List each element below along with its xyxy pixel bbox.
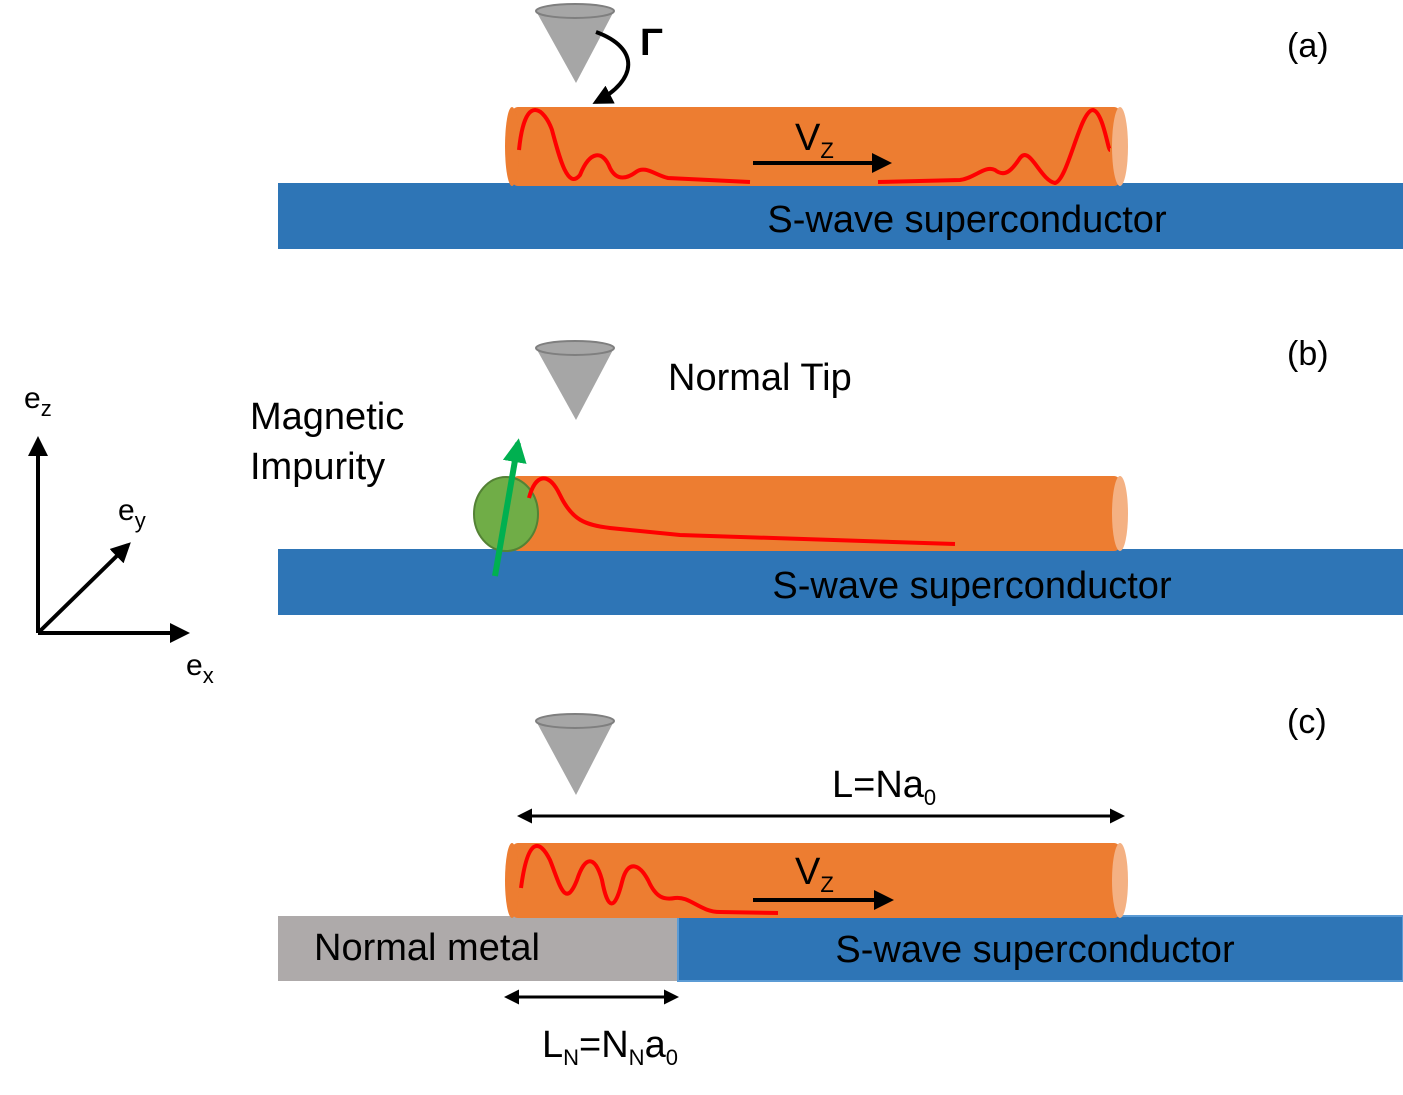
normal-tip-label: Normal Tip — [668, 357, 852, 399]
field-label-a: VZ — [795, 117, 834, 163]
normal-length-label: LN=NNa0 — [542, 1024, 678, 1070]
normal-metal-substrate — [278, 916, 678, 981]
stm-tip-b — [535, 340, 615, 420]
panel-label-a: (a) — [1287, 27, 1329, 65]
majorana-wave-b — [527, 476, 956, 546]
field-label-c: VZ — [795, 851, 834, 897]
coordinate-axes: ez ey ex — [24, 382, 214, 688]
stm-tip-a — [535, 3, 615, 83]
superconductor-substrate-c — [677, 915, 1403, 982]
majorana-wave-right-a — [877, 107, 1112, 186]
panel-b: S-wave superconductor Normal Tip Magneti… — [250, 335, 1403, 615]
y-axis-arrow — [36, 542, 131, 635]
impurity-label-line2: Impurity — [250, 446, 385, 488]
impurity-label-line1: Magnetic — [250, 396, 404, 438]
z-axis-label: ez — [24, 382, 52, 421]
gamma-label: Γ — [640, 22, 663, 64]
tunneling-arrow-a — [592, 30, 631, 104]
x-axis-label: ex — [186, 649, 214, 688]
superconductor-substrate-b — [278, 549, 1403, 615]
stm-tip-c — [535, 713, 615, 795]
panel-label-b: (b) — [1287, 335, 1329, 373]
nanowire-a — [505, 107, 1128, 186]
majorana-wave-left-a — [517, 108, 751, 184]
impurity-spin-arrow — [492, 438, 527, 577]
majorana-wave-c — [519, 843, 779, 915]
wire-length-label: L=Na0 — [832, 764, 936, 810]
panel-c: Normal metal S-wave superconductor VZ L=… — [278, 703, 1403, 1070]
superconductor-substrate-a — [278, 183, 1403, 249]
y-axis-label: ey — [118, 494, 146, 533]
substrate-label-a: S-wave superconductor — [767, 199, 1167, 241]
substrate-label-b: S-wave superconductor — [772, 565, 1172, 607]
substrate-label-c: S-wave superconductor — [835, 929, 1235, 971]
normal-metal-label: Normal metal — [314, 927, 540, 969]
panel-label-c: (c) — [1287, 703, 1327, 741]
panel-a: S-wave superconductor VZ Γ (a) — [278, 3, 1403, 249]
